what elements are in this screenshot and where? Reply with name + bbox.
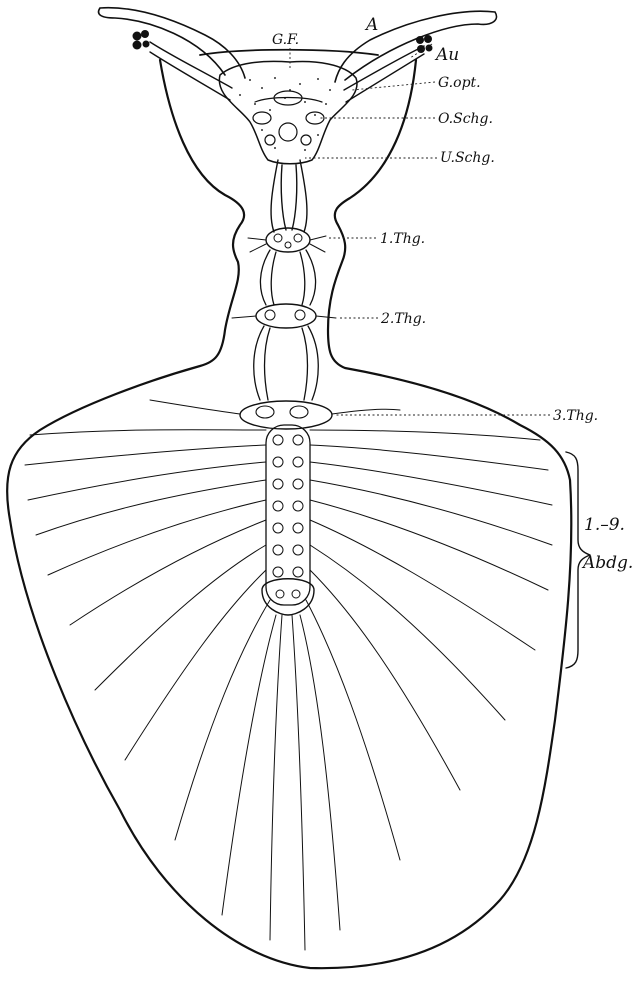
right-eye-stalk xyxy=(343,45,425,103)
left-nerves xyxy=(24,429,283,941)
left-eye-stalk xyxy=(149,41,233,101)
brain-stipple xyxy=(239,77,331,151)
brain-lobes xyxy=(252,90,325,146)
label-abdominal-ganglia: Abdg. xyxy=(581,553,633,573)
right-eye-icon xyxy=(416,35,433,53)
label-optic-ganglion: G.opt. xyxy=(438,75,481,91)
connective-upper xyxy=(270,159,308,233)
connective-t2-t3 xyxy=(253,325,319,401)
label-thoracic-ganglion-1: 1.Thg. xyxy=(380,231,425,247)
right-nerves xyxy=(291,429,553,951)
left-antenna xyxy=(97,6,246,79)
connective-t1-t2 xyxy=(259,249,317,306)
label-frontal-ganglion: G.F. xyxy=(272,32,299,48)
abdominal-ganglia xyxy=(261,424,315,616)
body-outline xyxy=(6,58,573,970)
leader-gopt xyxy=(351,81,436,91)
label-eye: Au xyxy=(434,45,459,65)
label-subesophageal-ganglion: U.Schg. xyxy=(440,150,495,166)
brain-mass xyxy=(218,60,358,165)
head-rim xyxy=(199,48,379,56)
thoracic-ganglion-3 xyxy=(149,399,401,430)
label-abdominal-range: 1.–9. xyxy=(584,515,625,535)
thoracic-ganglion-2 xyxy=(231,303,337,329)
label-thoracic-ganglion-3: 3.Thg. xyxy=(553,408,598,424)
left-eye-icon xyxy=(132,30,150,50)
label-antenna: A xyxy=(364,15,378,35)
label-supraesophageal-ganglion: O.Schg. xyxy=(438,111,493,127)
label-thoracic-ganglion-2: 2.Thg. xyxy=(380,311,426,327)
thoracic-ganglion-1 xyxy=(247,227,327,253)
abdominal-bracket xyxy=(565,451,591,669)
